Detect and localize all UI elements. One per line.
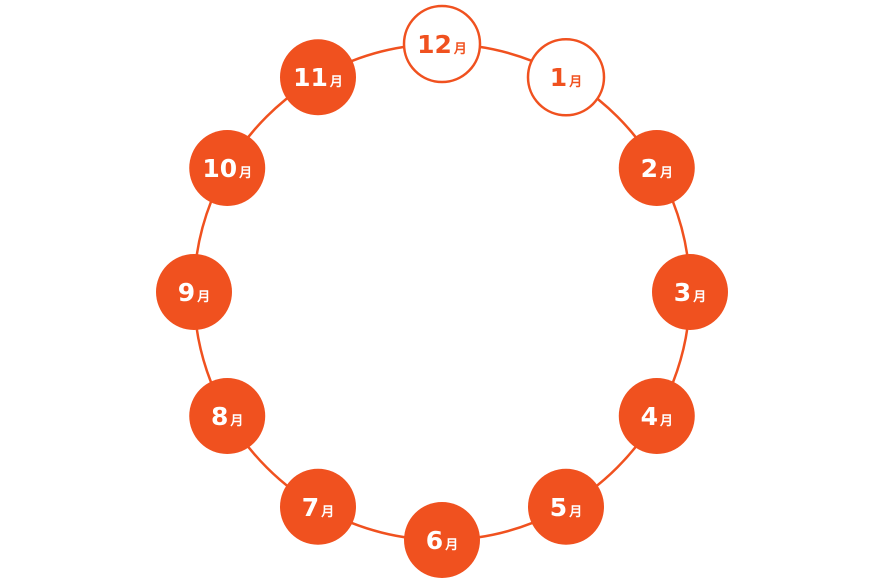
month-node-circle	[402, 4, 482, 84]
month-node-circle	[280, 468, 356, 545]
month-node-circle	[526, 37, 606, 117]
month-node-circle	[404, 502, 480, 578]
month-number: 7	[302, 493, 319, 522]
month-node-circle	[528, 468, 604, 545]
month-unit: 月	[320, 505, 334, 520]
month-unit: 月	[238, 166, 252, 181]
month-node-circle	[189, 130, 266, 206]
month-number: 11	[293, 63, 328, 92]
month-unit: 月	[329, 75, 343, 90]
month-number: 12	[417, 30, 452, 59]
month-unit: 月	[453, 42, 467, 57]
month-number: 6	[426, 526, 443, 555]
month-unit: 月	[568, 75, 582, 90]
month-number: 5	[550, 493, 567, 522]
month-number: 1	[550, 63, 567, 92]
month-unit: 月	[444, 538, 458, 553]
month-unit: 月	[659, 414, 673, 429]
month-node-circle	[618, 378, 695, 454]
cycle-ring	[192, 42, 692, 542]
month-number: 4	[641, 402, 658, 431]
month-unit: 月	[659, 166, 673, 181]
month-unit: 月	[692, 290, 706, 305]
month-number: 2	[641, 154, 658, 183]
month-node-circle	[652, 254, 728, 330]
month-node-circle	[156, 254, 232, 330]
month-number: 10	[202, 154, 237, 183]
month-unit: 月	[229, 414, 243, 429]
month-unit: 月	[196, 290, 210, 305]
month-unit: 月	[568, 505, 582, 520]
month-node-circle	[618, 130, 695, 206]
month-number: 9	[178, 278, 195, 307]
month-node-circle	[280, 39, 356, 116]
month-node-circle	[189, 378, 266, 454]
month-number: 3	[674, 278, 691, 307]
month-number: 8	[211, 402, 228, 431]
